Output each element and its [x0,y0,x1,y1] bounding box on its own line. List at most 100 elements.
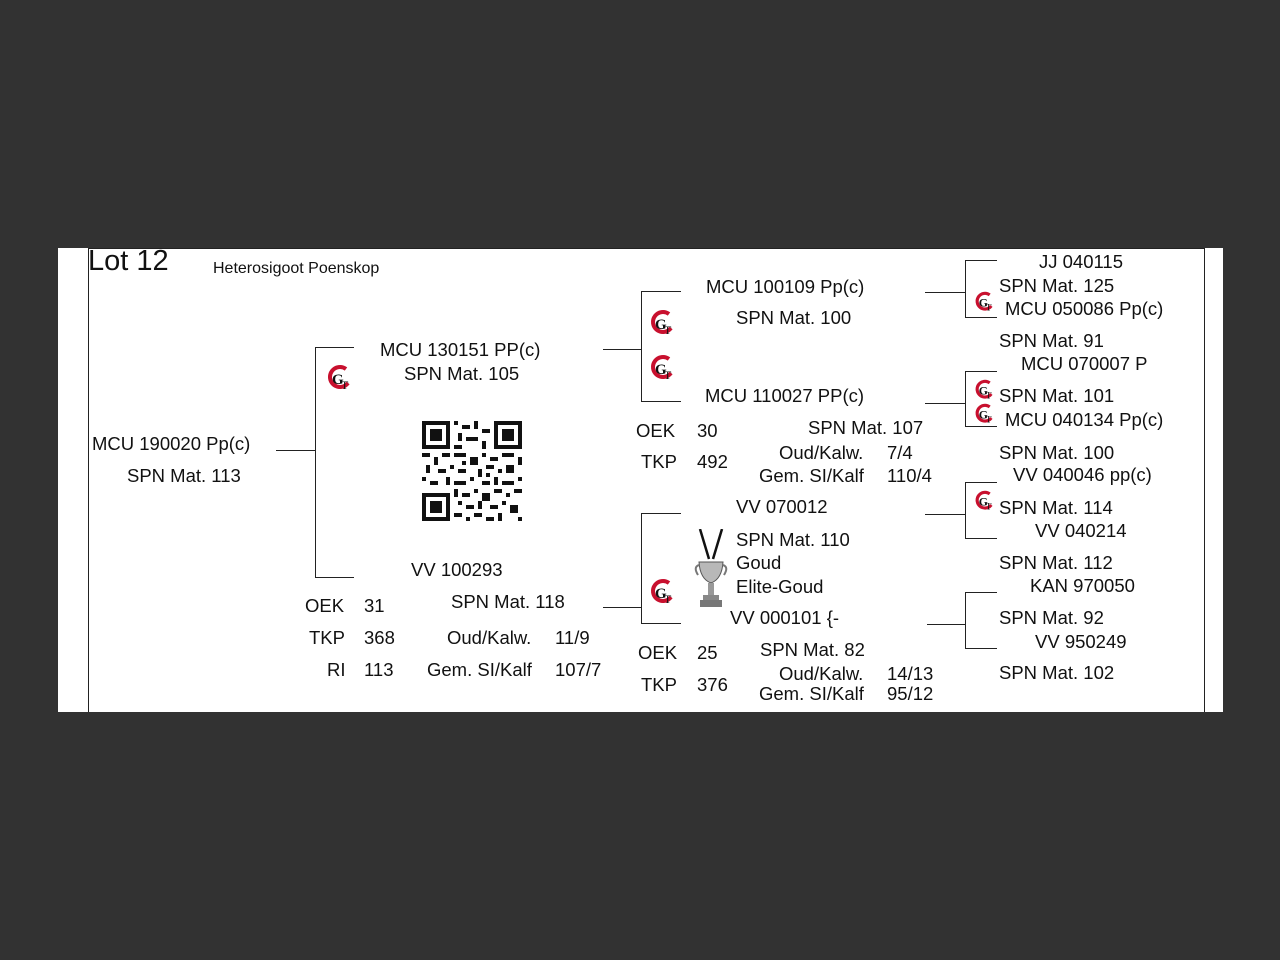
dam-oudkalw: 11/9 [555,627,590,648]
connector [965,482,966,538]
ss-dam-spn: SPN Mat. 91 [999,330,1104,351]
svg-text:T: T [664,368,672,382]
sire-dam-oek: 30 [697,420,718,441]
gt-logo-icon: G T [651,310,673,337]
ds-sire-id: VV 040046 pp(c) [1013,464,1152,485]
qr-code [422,421,522,521]
dam-oek: 31 [364,595,385,616]
dam-sire-spn: SPN Mat. 110 [736,529,850,550]
trophy-icon [694,529,728,607]
svg-text:G: G [979,385,988,398]
dam-dam-spn: SPN Mat. 82 [760,639,865,660]
connector [927,624,965,625]
sire-dam-oek-label: OEK [636,420,676,441]
connector [276,450,315,451]
sd-sire-spn: SPN Mat. 101 [999,385,1115,406]
svg-text:G: G [655,362,667,378]
sire-dam-tkp: 492 [697,451,728,472]
gt-logo-icon: G T [651,579,673,606]
connector [641,291,681,292]
ss-sire-spn: SPN Mat. 125 [999,275,1115,296]
connector [641,401,681,402]
dam-dam-tkp-label: TKP [641,674,677,695]
dam-gemsi: 107/7 [555,659,602,680]
connector [925,514,965,515]
svg-text:T: T [664,323,672,337]
connector [925,403,965,404]
svg-text:T: T [986,503,992,512]
sire-dam-gemsi-label: Gem. SI/Kalf [759,465,864,486]
sire-dam-spn: SPN Mat. 107 [808,417,924,438]
connector [965,426,997,427]
connector [965,592,966,648]
dd-sire-id: KAN 970050 [1030,575,1135,596]
dam-gemsi-label: Gem. SI/Kalf [427,659,532,680]
dam-sire-award-1: Goud [736,552,782,573]
sire-sire-spn: SPN Mat. 100 [736,307,852,328]
dam-ri-label: RI [327,659,346,680]
dam-tkp: 368 [364,627,395,648]
ds-dam-id: VV 040214 [1035,520,1127,541]
connector [965,592,997,593]
dam-dam-oek: 25 [697,642,718,663]
sire-spn: SPN Mat. 105 [404,363,520,384]
connector [965,260,966,317]
svg-text:G: G [979,496,988,509]
lot-title: Lot 12 [88,248,169,277]
sire-sire-id: MCU 100109 Pp(c) [706,276,865,297]
sire-dam-oudkalw-label: Oud/Kalw. [779,442,864,463]
gt-logo-icon: G T [975,379,993,401]
gt-logo-icon: G T [328,365,350,392]
ss-sire-id: JJ 040115 [1039,251,1123,272]
sd-sire-id: MCU 070007 P [1021,353,1148,374]
connector [965,260,997,261]
gt-logo-icon: G T [651,355,673,382]
svg-text:G: G [979,409,988,422]
dd-sire-spn: SPN Mat. 92 [999,607,1104,628]
dam-dam-id: VV 000101 {- [730,607,840,628]
svg-text:T: T [986,416,992,425]
connector [315,347,316,577]
connector [965,648,997,649]
sire-dam-id: MCU 110027 PP(c) [705,385,865,406]
connector [965,371,997,372]
dd-dam-spn: SPN Mat. 102 [999,662,1115,683]
ds-dam-spn: SPN Mat. 112 [999,552,1113,573]
connector [641,513,681,514]
frame-right-line [1204,248,1205,712]
dd-dam-id: VV 950249 [1035,631,1127,652]
connector [315,577,354,578]
svg-text:G: G [655,317,667,333]
dam-dam-oudkalw-label: Oud/Kalw. [779,663,864,684]
svg-text:T: T [986,392,992,401]
dam-dam-gemsi: 95/12 [887,683,934,704]
connector [641,623,681,624]
svg-text:T: T [341,378,349,392]
sd-dam-spn: SPN Mat. 100 [999,442,1115,463]
dam-id: VV 100293 [411,559,503,580]
dam-oudkalw-label: Oud/Kalw. [447,627,532,648]
connector [965,482,997,483]
gt-logo-icon: G T [975,403,993,425]
dam-oek-label: OEK [305,595,345,616]
connector [965,317,997,318]
frame-left-line [88,248,89,712]
animal-id: MCU 190020 Pp(c) [92,433,251,454]
dam-sire-award-2: Elite-Goud [736,576,824,597]
connector [603,349,641,350]
connector [641,513,642,623]
frame-top-line [88,248,1204,249]
dam-spn: SPN Mat. 118 [451,591,565,612]
sire-dam-oudkalw: 7/4 [887,442,913,463]
sire-id: MCU 130151 PP(c) [380,339,541,360]
dam-ri: 113 [364,659,394,680]
gt-logo-icon: G T [975,490,993,512]
animal-spn: SPN Mat. 113 [127,465,241,486]
svg-text:G: G [655,586,667,602]
ds-sire-spn: SPN Mat. 114 [999,497,1113,518]
dam-tkp-label: TKP [309,627,345,648]
dam-dam-oek-label: OEK [638,642,678,663]
connector [315,347,354,348]
connector [965,371,966,426]
svg-text:G: G [332,372,344,388]
